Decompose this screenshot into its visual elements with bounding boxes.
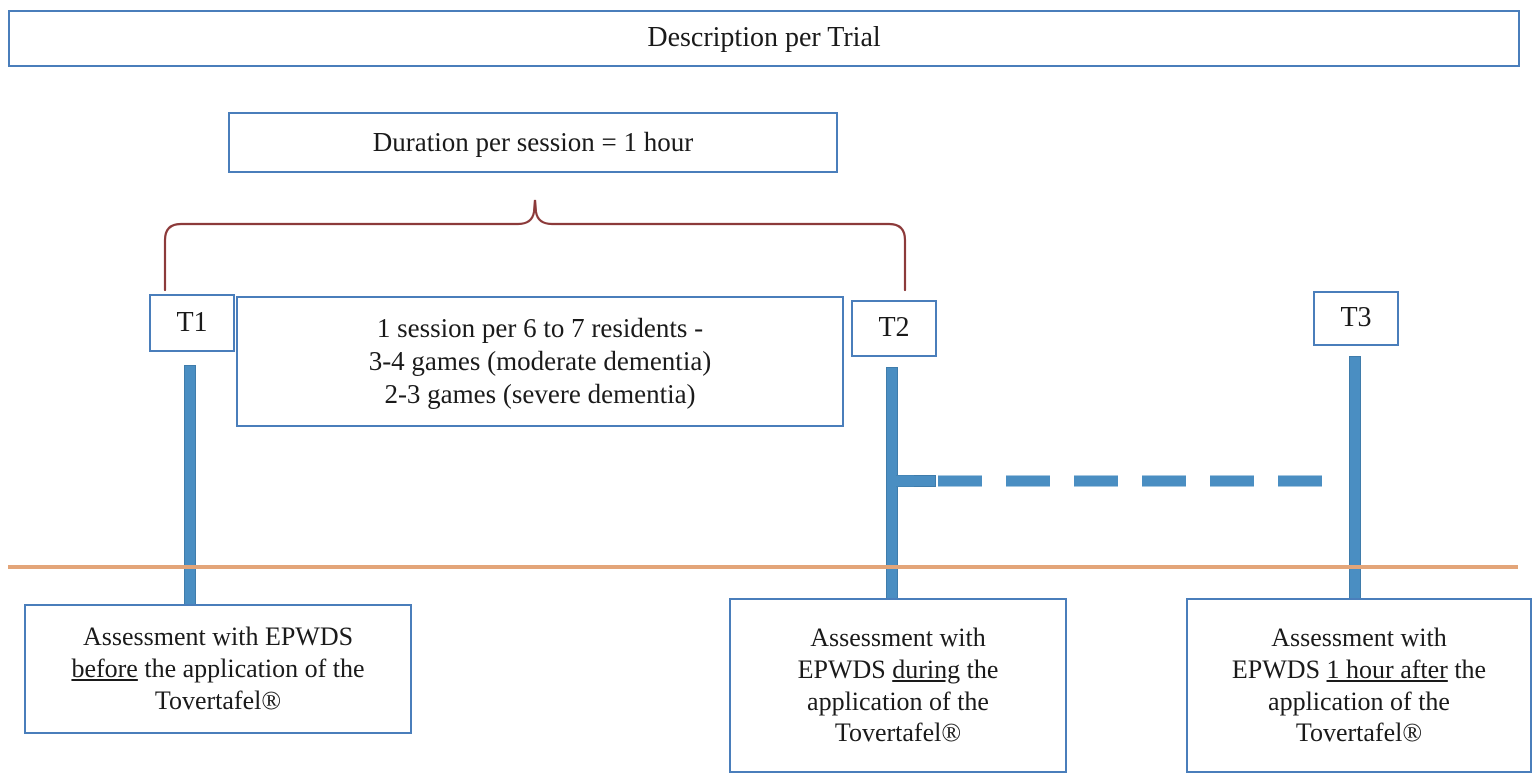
assessment-t3-line-4: Tovertafel®: [1295, 718, 1423, 748]
assessment-box-t3: Assessment with EPWDS 1 hour after the a…: [1186, 598, 1532, 773]
assessment-t3-line-2: EPWDS 1 hour after the: [1198, 654, 1520, 686]
assessment-t3-line-3: application of the: [1268, 686, 1450, 716]
assessment-t2-line-2: EPWDS during the: [741, 654, 1055, 686]
duration-per-session-box: Duration per session = 1 hour: [228, 112, 838, 173]
assessment-t2-line-4: Tovertafel®: [834, 718, 962, 748]
assessment-t1-line-1: Assessment with EPWDS: [82, 622, 354, 652]
assessment-t1-line-2-rest: the application of the: [137, 654, 365, 684]
assessment-t2-line-2-rest: the: [960, 654, 999, 684]
assessment-t1-line-2: before the application of the: [36, 653, 400, 685]
assessment-box-t1: Assessment with EPWDS before the applica…: [24, 604, 412, 734]
duration-label: Duration per session = 1 hour: [372, 127, 694, 158]
assessment-t2-line-2-prefix: EPWDS: [797, 654, 893, 684]
session-detail-line-1: 1 session per 6 to 7 residents -: [376, 313, 704, 344]
curly-brace-icon: [163, 199, 907, 292]
diagram-title-box: Description per Trial: [8, 10, 1520, 67]
timepoint-label-t2: T2: [878, 312, 910, 344]
assessment-t2-line-3: application of the: [807, 686, 989, 716]
assessment-t2-line-1: Assessment with: [810, 623, 986, 653]
assessment-t3-line-1: Assessment with: [1271, 623, 1447, 653]
assessment-box-t2: Assessment with EPWDS during the applica…: [729, 598, 1067, 773]
page-title: Description per Trial: [647, 22, 881, 54]
session-details-box: 1 session per 6 to 7 residents - 3-4 gam…: [236, 296, 844, 427]
assessment-t3-line-2-prefix: EPWDS: [1231, 654, 1327, 684]
timepoint-box-t1: T1: [149, 294, 235, 352]
assessment-t2-emphasis: during: [892, 654, 961, 684]
session-detail-line-2: 3-4 games (moderate dementia): [368, 346, 712, 377]
dashed-connector-t2-t3: [896, 475, 1338, 487]
timeline-baseline: [8, 565, 1518, 569]
assessment-t3-line-2-rest: the: [1447, 654, 1487, 684]
timepoint-box-t3: T3: [1313, 291, 1399, 346]
timepoint-label-t1: T1: [176, 306, 208, 338]
assessment-t3-emphasis: 1 hour after: [1326, 654, 1448, 684]
assessment-t1-line-3: Tovertafel®: [154, 685, 282, 715]
session-detail-line-3: 2-3 games (severe dementia): [384, 378, 696, 409]
assessment-t1-emphasis: before: [71, 654, 138, 684]
timepoint-box-t2: T2: [851, 300, 937, 357]
timepoint-label-t3: T3: [1340, 302, 1372, 334]
connector-bar-t1: [184, 365, 196, 610]
